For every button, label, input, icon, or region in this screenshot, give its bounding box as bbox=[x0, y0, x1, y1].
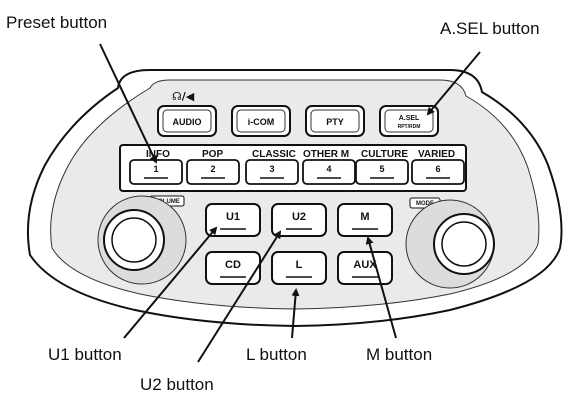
headphone-icon: ☊/◀ bbox=[172, 90, 195, 103]
u2-button-label: U2 bbox=[292, 211, 306, 223]
preset-button-5[interactable]: 5 bbox=[355, 159, 409, 185]
u2-button-callout: U2 button bbox=[140, 375, 214, 394]
preset-button-6-label: 6 bbox=[435, 164, 440, 174]
aux-button[interactable]: AUX bbox=[337, 251, 393, 285]
m-callout-line bbox=[365, 236, 397, 339]
preset-button-1-label: 1 bbox=[153, 164, 158, 174]
l-button[interactable]: L bbox=[271, 251, 327, 285]
preset-button-1[interactable]: 1 bbox=[129, 159, 183, 185]
asel-button[interactable]: A.SEL RPT/RDM bbox=[379, 105, 439, 137]
cd-button[interactable]: CD bbox=[205, 251, 261, 285]
u2-button[interactable]: U2 bbox=[271, 203, 327, 237]
asel-button-sublabel: RPT/RDM bbox=[398, 124, 421, 130]
preset-button-6[interactable]: 6 bbox=[411, 159, 465, 185]
category-label-info: INFO bbox=[146, 149, 170, 160]
preset-button-4[interactable]: 4 bbox=[302, 159, 356, 185]
preset-button-2[interactable]: 2 bbox=[186, 159, 240, 185]
l-button-label: L bbox=[296, 259, 303, 271]
asel-callout-line bbox=[426, 51, 481, 116]
preset-button-5-label: 5 bbox=[379, 164, 384, 174]
l-callout-line bbox=[291, 288, 300, 339]
preset-button-callout: Preset button bbox=[6, 13, 107, 32]
category-label-classic: CLASSIC bbox=[252, 149, 296, 160]
m-button[interactable]: M bbox=[337, 203, 393, 237]
category-label-varied: VARIED bbox=[418, 149, 455, 160]
u2-callout-line bbox=[197, 230, 282, 363]
category-label-pop: POP bbox=[202, 149, 223, 160]
audio-button-label: AUDIO bbox=[173, 117, 202, 127]
cd-button-label: CD bbox=[225, 259, 241, 271]
m-button-label: M bbox=[360, 211, 369, 223]
mode-label: MODE bbox=[416, 201, 434, 207]
icom-button-label: i-COM bbox=[248, 117, 275, 127]
asel-button-callout: A.SEL button bbox=[440, 19, 540, 38]
preset-button-2-label: 2 bbox=[210, 164, 215, 174]
m-button-callout: M button bbox=[366, 345, 432, 364]
pty-button-label: PTY bbox=[326, 117, 344, 127]
preset-button-4-label: 4 bbox=[326, 164, 331, 174]
aux-button-label: AUX bbox=[353, 259, 377, 271]
pty-button[interactable]: PTY bbox=[305, 105, 365, 137]
u1-button[interactable]: U1 bbox=[205, 203, 261, 237]
category-label-other-m: OTHER M bbox=[303, 149, 349, 160]
u1-button-callout: U1 button bbox=[48, 345, 122, 364]
mode-knob[interactable] bbox=[405, 199, 495, 289]
preset-callout-line bbox=[99, 43, 158, 164]
volume-label: VOLUME bbox=[154, 199, 180, 205]
category-label-culture: CULTURE bbox=[361, 149, 408, 160]
asel-button-label: A.SEL bbox=[399, 115, 420, 122]
audio-button[interactable]: AUDIO bbox=[157, 105, 217, 137]
preset-button-3[interactable]: 3 bbox=[245, 159, 299, 185]
u1-callout-line bbox=[123, 226, 218, 339]
icom-button[interactable]: i-COM bbox=[231, 105, 291, 137]
volume-knob[interactable] bbox=[97, 195, 187, 285]
u1-button-label: U1 bbox=[226, 211, 240, 223]
preset-button-3-label: 3 bbox=[269, 164, 274, 174]
l-button-callout: L button bbox=[246, 345, 307, 364]
